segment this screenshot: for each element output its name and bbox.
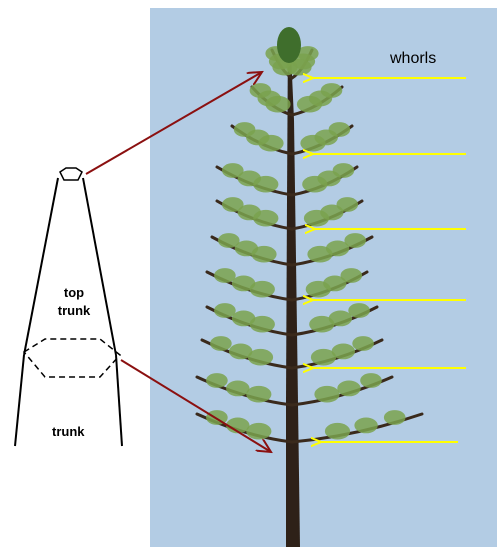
foliage-tuft (218, 233, 240, 248)
foliage-tuft (229, 344, 252, 360)
foliage-tuft (341, 268, 363, 283)
foliage-tuft (226, 381, 249, 397)
foliage-tuft (384, 410, 406, 425)
foliage-tuft (214, 303, 236, 318)
top-trunk-label: top trunk (48, 284, 100, 320)
foliage-tuft (329, 311, 352, 327)
foliage-tuft (325, 423, 350, 440)
top-cap (60, 168, 82, 180)
foliage-tuft (332, 344, 355, 360)
foliage-tuft (250, 83, 272, 98)
foliage-tuft (246, 386, 271, 403)
foliage-tuft (321, 83, 343, 98)
foliage-tuft (232, 311, 255, 327)
section-ellipse (24, 339, 120, 377)
foliage-tuft (232, 276, 255, 292)
cone-right-lower (116, 355, 122, 446)
whorls-label: whorls (390, 50, 436, 68)
top-trunk-label-line2: trunk (48, 302, 100, 320)
foliage-tuft (337, 197, 359, 212)
cone-left-lower (15, 355, 24, 446)
trunk-label: trunk (52, 424, 85, 439)
foliage-tuft (333, 163, 355, 178)
foliage-tuft (344, 233, 366, 248)
foliage-tuft (246, 423, 271, 440)
foliage-tuft (352, 336, 374, 351)
foliage-tuft (354, 418, 377, 434)
foliage-tuft (234, 122, 256, 137)
foliage-tuft (210, 336, 232, 351)
foliage-tuft (314, 386, 339, 403)
foliage-tuft (222, 197, 244, 212)
foliage-tuft (206, 373, 228, 388)
foliage-tuft (348, 303, 370, 318)
cone-left-upper (24, 178, 58, 355)
foliage-tuft (222, 163, 244, 178)
cone-right-upper (83, 178, 116, 355)
crown-tuft (277, 27, 301, 63)
foliage-tuft (360, 373, 382, 388)
foliage-tuft (337, 381, 360, 397)
top-trunk-label-line1: top (48, 284, 100, 302)
foliage-tuft (329, 122, 351, 137)
foliage-tuft (214, 268, 236, 283)
